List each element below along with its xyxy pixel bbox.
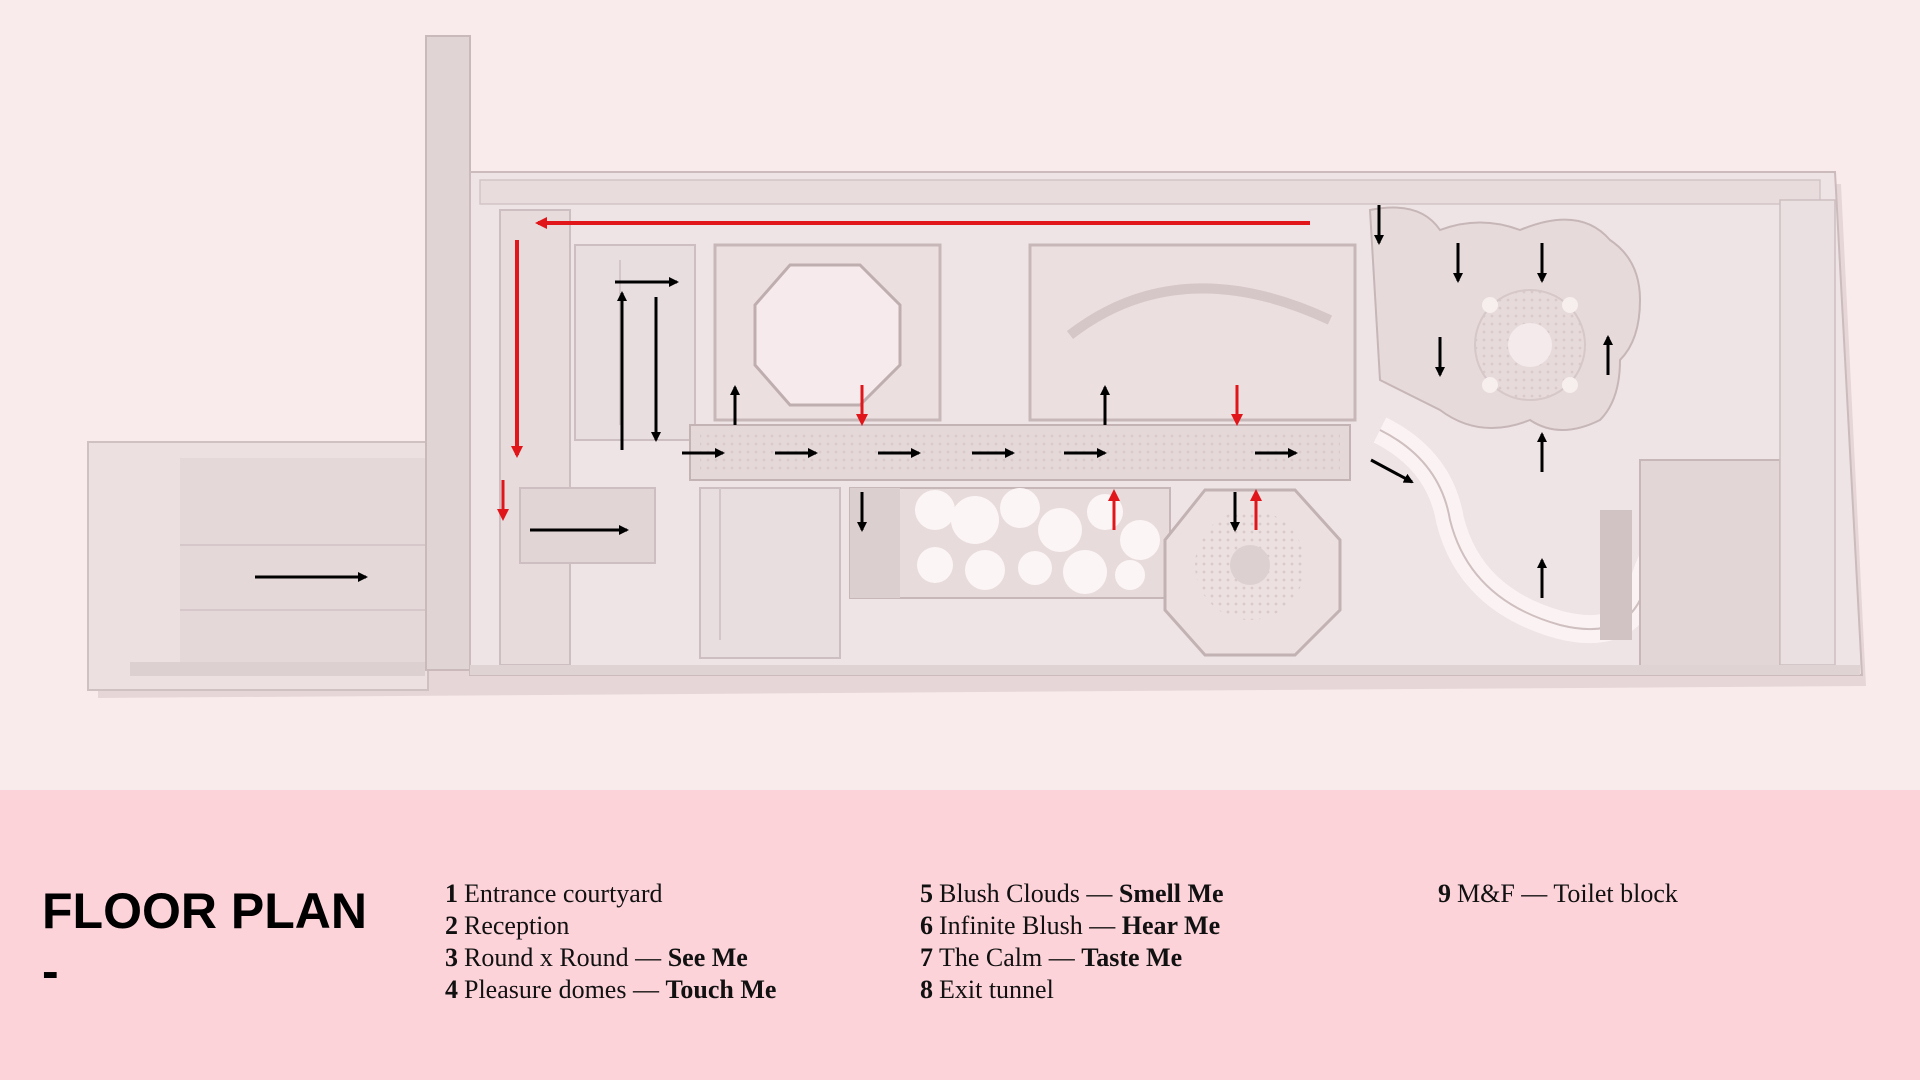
floor-plan-image [87,35,1866,698]
legend-item-name: Blush Clouds — [939,879,1119,908]
floor-plan-drawing [87,35,1866,698]
title-dash: - [42,943,59,999]
legend-item-sense: Smell Me [1118,879,1224,908]
legend-item-name: Round x Round — [464,943,668,972]
room-round-x-round [713,243,942,422]
return-path-arrows [497,217,1310,530]
room-pleasure-domes [1028,243,1357,422]
legend-item-number: 8 [920,975,933,1004]
visitor-flow-arrows [255,205,1613,598]
legend-item-sense: Hear Me [1121,911,1221,940]
legend-item-name: The Calm — [939,943,1082,972]
legend-item-sense: Taste Me [1081,943,1183,972]
legend-item-name: Reception [464,911,570,940]
legend-item-number: 7 [920,943,933,972]
room-blush-clouds [849,487,1171,599]
legend-item-number: 6 [920,911,933,940]
entrance-courtyard [87,441,429,691]
legend-item-name: Infinite Blush — [939,911,1122,940]
room-infinite-blush [1163,488,1342,657]
legend-item-number: 3 [445,943,458,972]
legend-item-number: 4 [445,975,458,1004]
legend-item-name: Entrance courtyard [464,879,663,908]
page-title: FLOOR PLAN [42,883,367,939]
legend-item-number: 9 [1438,879,1451,908]
toilet-block [1600,199,1836,671]
legend-item-number: 5 [920,879,933,908]
legend-item-sense: See Me [667,943,748,972]
legend-item-number: 1 [445,879,458,908]
legend-item-name: Pleasure domes — [464,975,666,1004]
legend-item-number: 2 [445,911,458,940]
legend-item-sense: Touch Me [665,975,777,1004]
legend-item-name: M&F — Toilet block [1457,879,1678,908]
wall-pillar [425,35,471,671]
reception [499,209,571,666]
legend-item-name: Exit tunnel [939,975,1054,1004]
